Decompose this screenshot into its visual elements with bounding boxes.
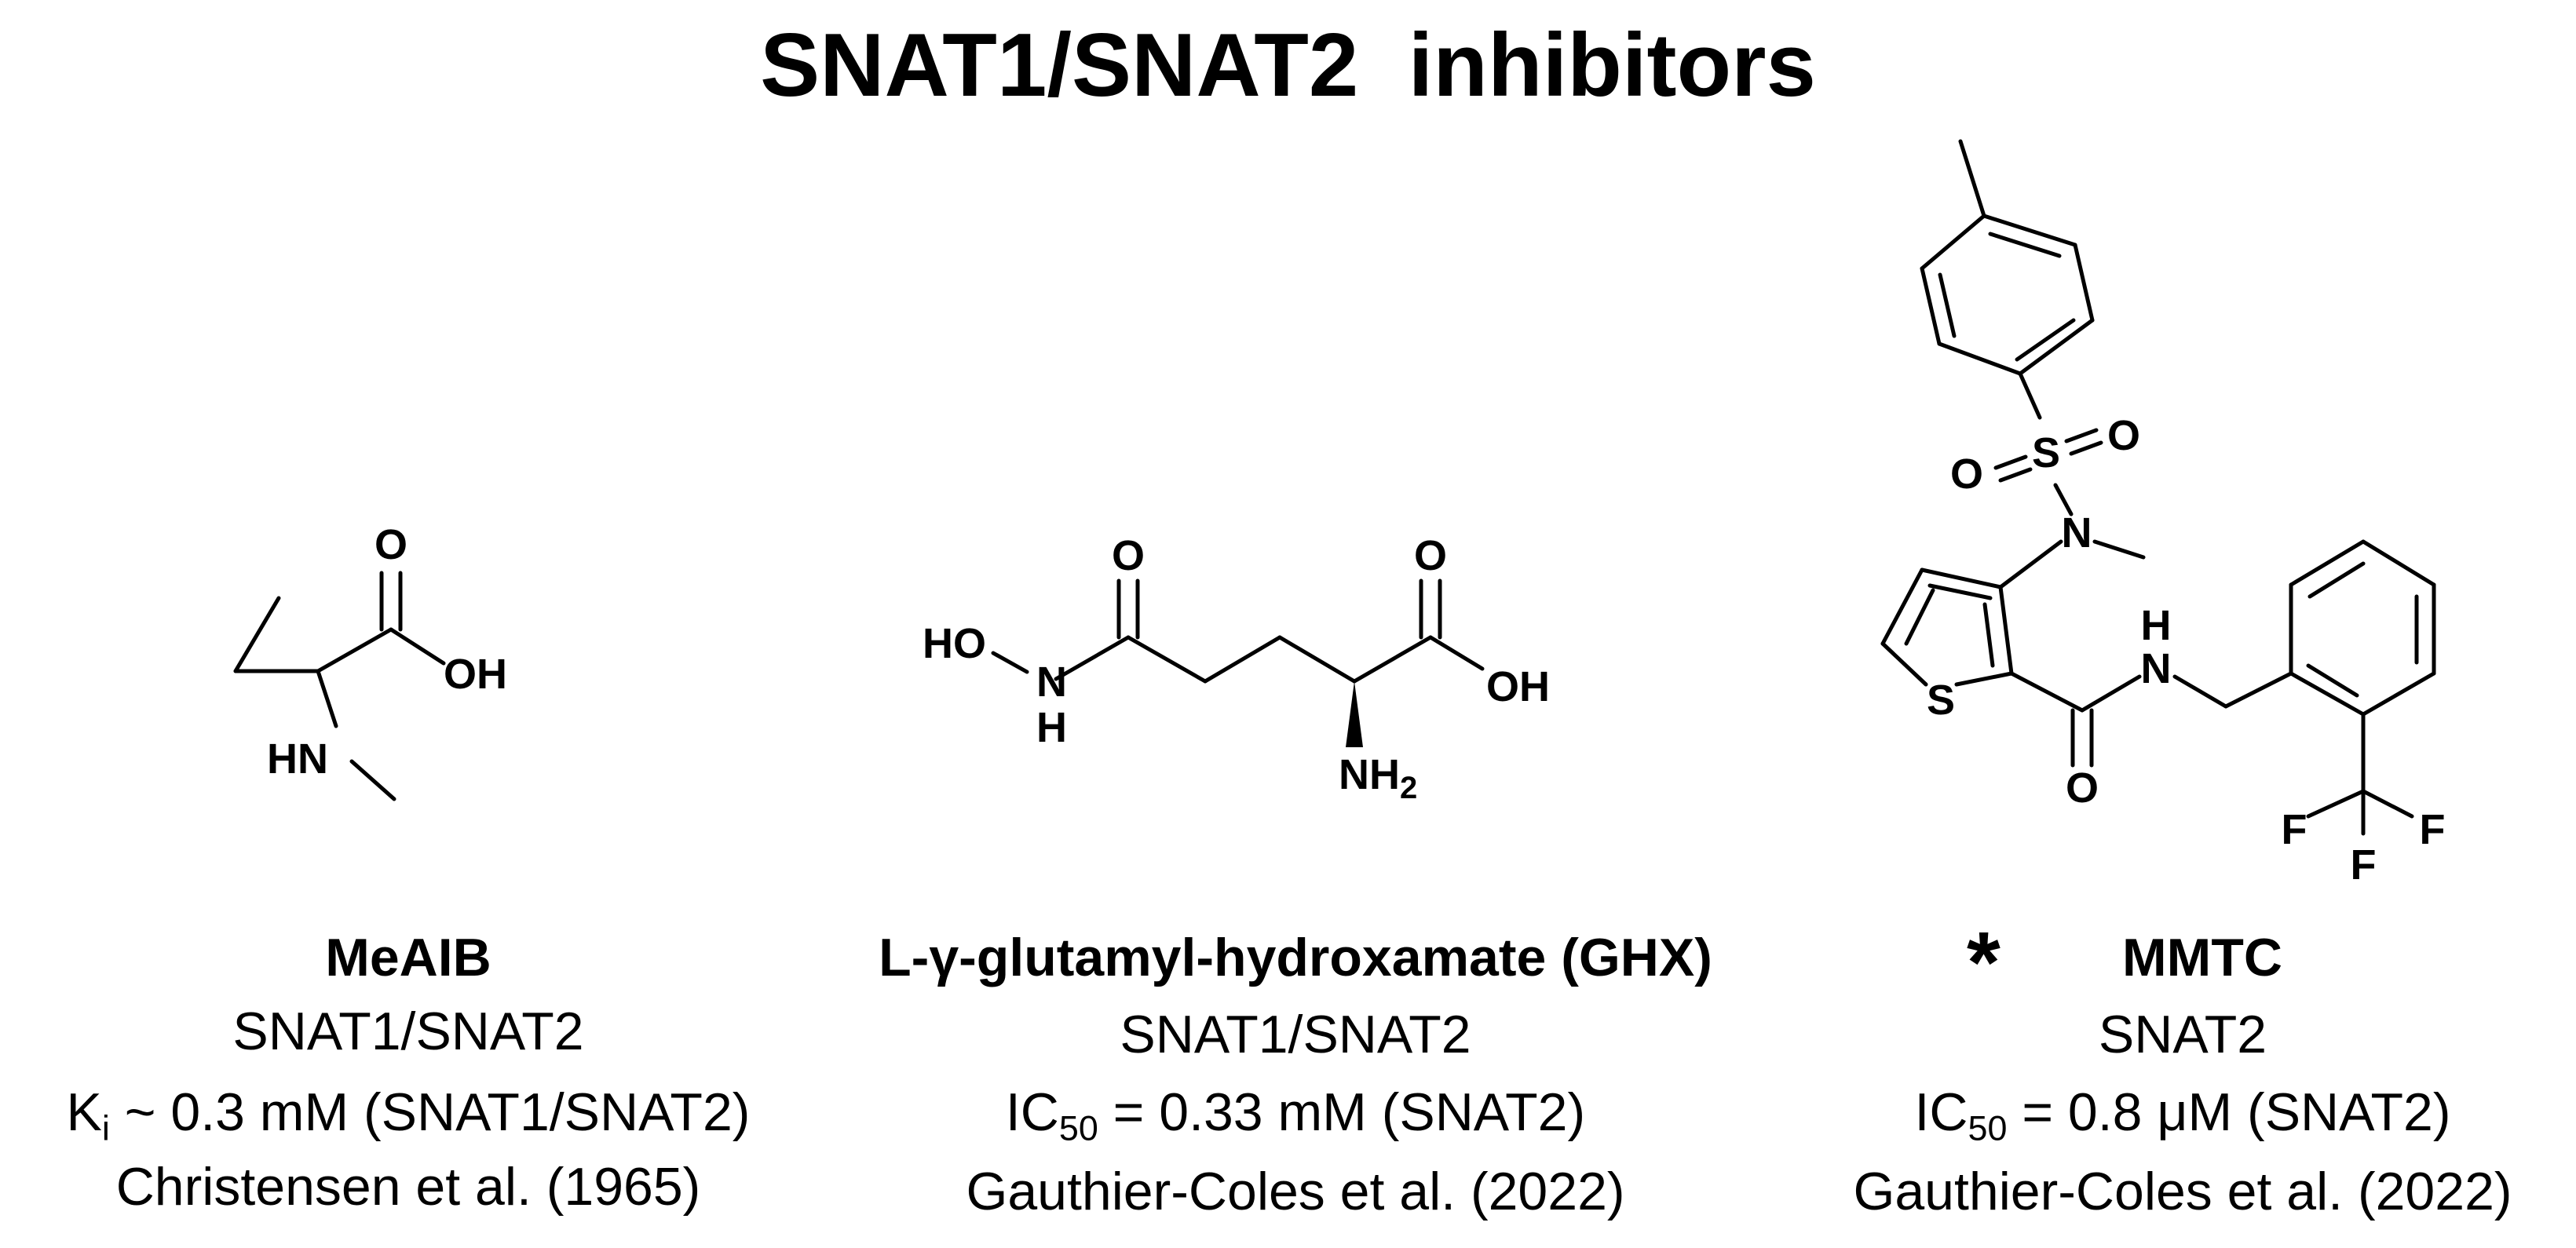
mmtc-bonds <box>1880 139 2436 836</box>
mealb-bonds <box>233 571 446 801</box>
mmtc-atom-n-sulfonamide: N <box>2062 509 2092 556</box>
ghx-atom-nh2: NH2 <box>1339 751 1417 805</box>
mmtc-asterisk-marker: * <box>1967 914 2001 1011</box>
mealb-potency: Ki ~ 0.3 mM (SNAT1/SNAT2) <box>66 1082 751 1148</box>
mmtc-atom-o-amide: O <box>2066 764 2099 812</box>
mealb-atom-hn: HN <box>267 735 328 783</box>
ghx-atom-o-right: O <box>1414 532 1447 579</box>
mmtc-atom-f-bottom: F <box>2351 841 2377 889</box>
mmtc-atom-o-right: O <box>2107 412 2140 459</box>
ghx-atom-o-left: O <box>1112 532 1145 579</box>
ghx-target: SNAT1/SNAT2 <box>1120 1005 1471 1064</box>
mmtc-atom-n-amide: N <box>2141 645 2172 692</box>
mmtc-name: MMTC <box>2122 928 2282 987</box>
ghx-atom-ho: HO <box>923 620 986 667</box>
mmtc-target: SNAT2 <box>2098 1005 2267 1064</box>
ghx-bonds <box>991 578 1485 684</box>
ghx-name: L-γ-glutamyl-hydroxamate (GHX) <box>879 928 1712 987</box>
ghx-atom-oh: OH <box>1486 663 1550 710</box>
mmtc-atom-h-amide: H <box>2141 602 2172 649</box>
mealb-atom-o: O <box>375 521 407 568</box>
mmtc-potency: IC50 = 0.8 μM (SNAT2) <box>1914 1082 2451 1148</box>
mealb-target: SNAT1/SNAT2 <box>232 1002 584 1061</box>
figure-title: SNAT1/SNAT2 inhibitors <box>760 16 1816 115</box>
ghx-wedge-bond <box>1346 681 1363 747</box>
ghx-reference: Gauthier-Coles et al. (2022) <box>966 1162 1625 1221</box>
mealb-name: MeAIB <box>325 928 491 987</box>
mmtc-atom-o-left: O <box>1950 451 1983 498</box>
mealb-atom-oh: OH <box>444 651 507 698</box>
mmtc-atom-f-left: F <box>2282 806 2307 853</box>
mmtc-atom-s-thiophene: S <box>1927 677 1955 724</box>
ghx-atom-n: N <box>1036 659 1067 706</box>
mmtc-reference: Gauthier-Coles et al. (2022) <box>1853 1162 2512 1221</box>
mmtc-atom-f-right: F <box>2420 806 2446 853</box>
ghx-atom-nh-h: H <box>1036 704 1067 751</box>
ghx-potency: IC50 = 0.33 mM (SNAT2) <box>1005 1082 1586 1148</box>
mealb-reference: Christensen et al. (1965) <box>115 1157 701 1217</box>
mmtc-atom-s-sulfonyl: S <box>2032 429 2060 476</box>
